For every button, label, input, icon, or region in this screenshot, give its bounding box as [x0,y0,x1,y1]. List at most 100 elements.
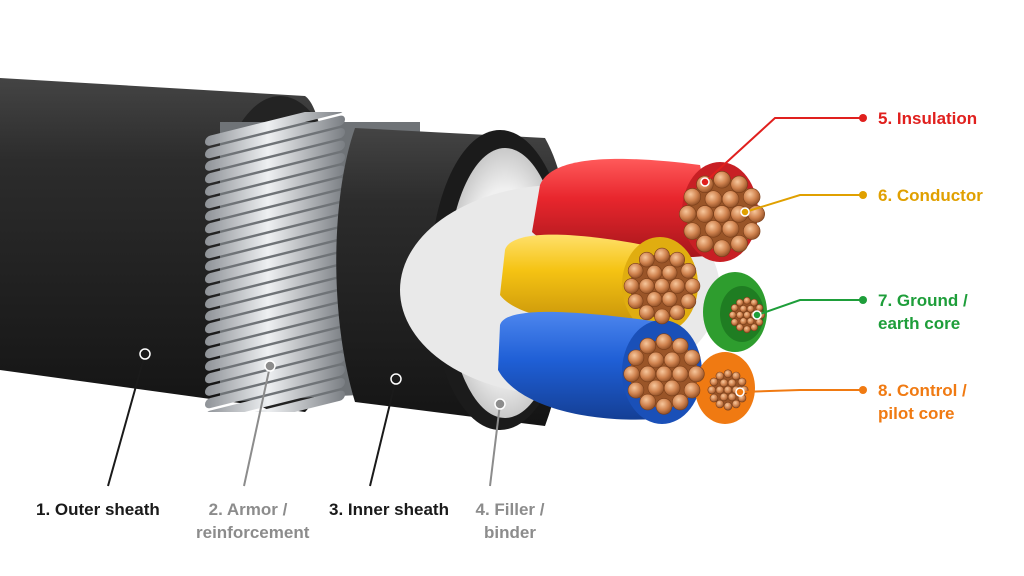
copper-strand [646,291,663,307]
label-conductor-line1: 6. Conductor [878,186,983,205]
copper-strand [639,393,657,411]
label-armor: 2. Armor / reinforcement [196,498,309,544]
armor-wire [205,390,345,412]
copper-strand [679,205,697,223]
dot-control-end [859,386,867,394]
copper-strand [746,305,755,313]
leader-inner-sheath [369,378,397,487]
copper-strand [683,188,702,206]
label-insulation: 5. Insulation [878,107,977,130]
copper-strand [683,349,701,367]
copper-strand [730,234,748,253]
copper-strand [704,190,723,208]
armor-wire [205,215,345,259]
copper-strand [704,220,723,238]
armor-layer [205,112,420,412]
copper-strand [731,371,741,381]
copper-strand [680,293,697,310]
copper-strand [661,265,678,281]
copper-strand [707,385,717,395]
copper-strand [746,317,755,325]
copper-strand [715,399,725,409]
copper-strand [728,311,737,319]
copper-strand [663,351,681,369]
copper-strand [723,369,733,379]
copper-strand [743,296,751,305]
copper-strand [627,381,645,399]
dot-insulation-end [859,114,867,122]
copper-strand [688,365,705,383]
copper-strand [721,220,740,238]
copper-strand [736,311,744,319]
copper-strand [638,278,655,294]
copper-strand [730,318,739,326]
label-filler: 4. Filler / binder [462,498,558,544]
copper-strand [683,381,701,399]
armor-wire [205,178,345,221]
armor-wire [205,365,345,409]
copper-strand [730,304,739,312]
armor-wire [205,328,345,371]
copper-strand [742,222,761,240]
label-control-core: 8. Control / pilot core [878,379,967,425]
copper-strand [647,379,665,397]
copper-strand [663,379,681,397]
dot-ground-start [752,310,762,320]
copper-strand [715,371,725,381]
copper-strand [696,205,714,223]
copper-strand [654,278,670,294]
label-ground-core-line1: 7. Ground / [878,291,968,310]
label-ground-core: 7. Ground / earth core [878,289,968,335]
copper-strand [623,365,640,383]
copper-strand [730,175,748,194]
armor-wire [205,190,345,234]
copper-strand [713,171,731,189]
armor-wire [205,303,345,346]
leader-conductor [744,194,863,213]
copper-strand [719,378,729,388]
copper-strand [669,278,686,294]
armor-wire [205,140,345,184]
armor-wire [205,203,345,246]
label-control-core-line1: 8. Control / [878,381,967,400]
copper-strand [739,305,748,313]
dot-insulation-start [700,177,710,187]
copper-strand [719,392,729,402]
armor-wire [205,290,345,334]
copper-strand [671,337,689,355]
armor-wire [205,165,345,209]
copper-strand [647,351,665,369]
dot-conductor-end [859,191,867,199]
leader-armor [243,365,271,487]
label-armor-line1: 2. Armor / [208,500,288,519]
label-outer-sheath: 1. Outer sheath [36,498,160,521]
armor-wire [205,315,345,359]
label-filler-line2: binder [484,523,536,542]
copper-strand [721,190,740,208]
copper-strand [742,188,761,206]
armor-wire [205,115,345,159]
copper-strand [627,293,644,310]
label-insulation-line1: 5. Insulation [878,109,978,128]
armor-wire [205,278,345,321]
copper-strand [739,317,748,325]
leader-insulation [704,117,863,183]
label-filler-line1: 4. Filler / [475,500,545,519]
copper-strand [743,325,751,334]
dot-outer-sheath [139,348,151,360]
copper-strand [709,393,719,403]
copper-strand [646,265,663,281]
copper-strand [671,393,689,411]
armor-wire [205,112,345,146]
armor-wire [205,253,345,296]
leader-ground-core [756,299,863,316]
copper-strand [671,365,689,383]
copper-strand [683,222,702,240]
armor-wire [205,128,345,171]
copper-strand [737,377,747,387]
armor-wire [205,353,345,396]
dot-conductor-start [740,207,750,217]
copper-strand [727,392,737,402]
armor-wire [205,265,345,309]
copper-strand [627,262,644,279]
